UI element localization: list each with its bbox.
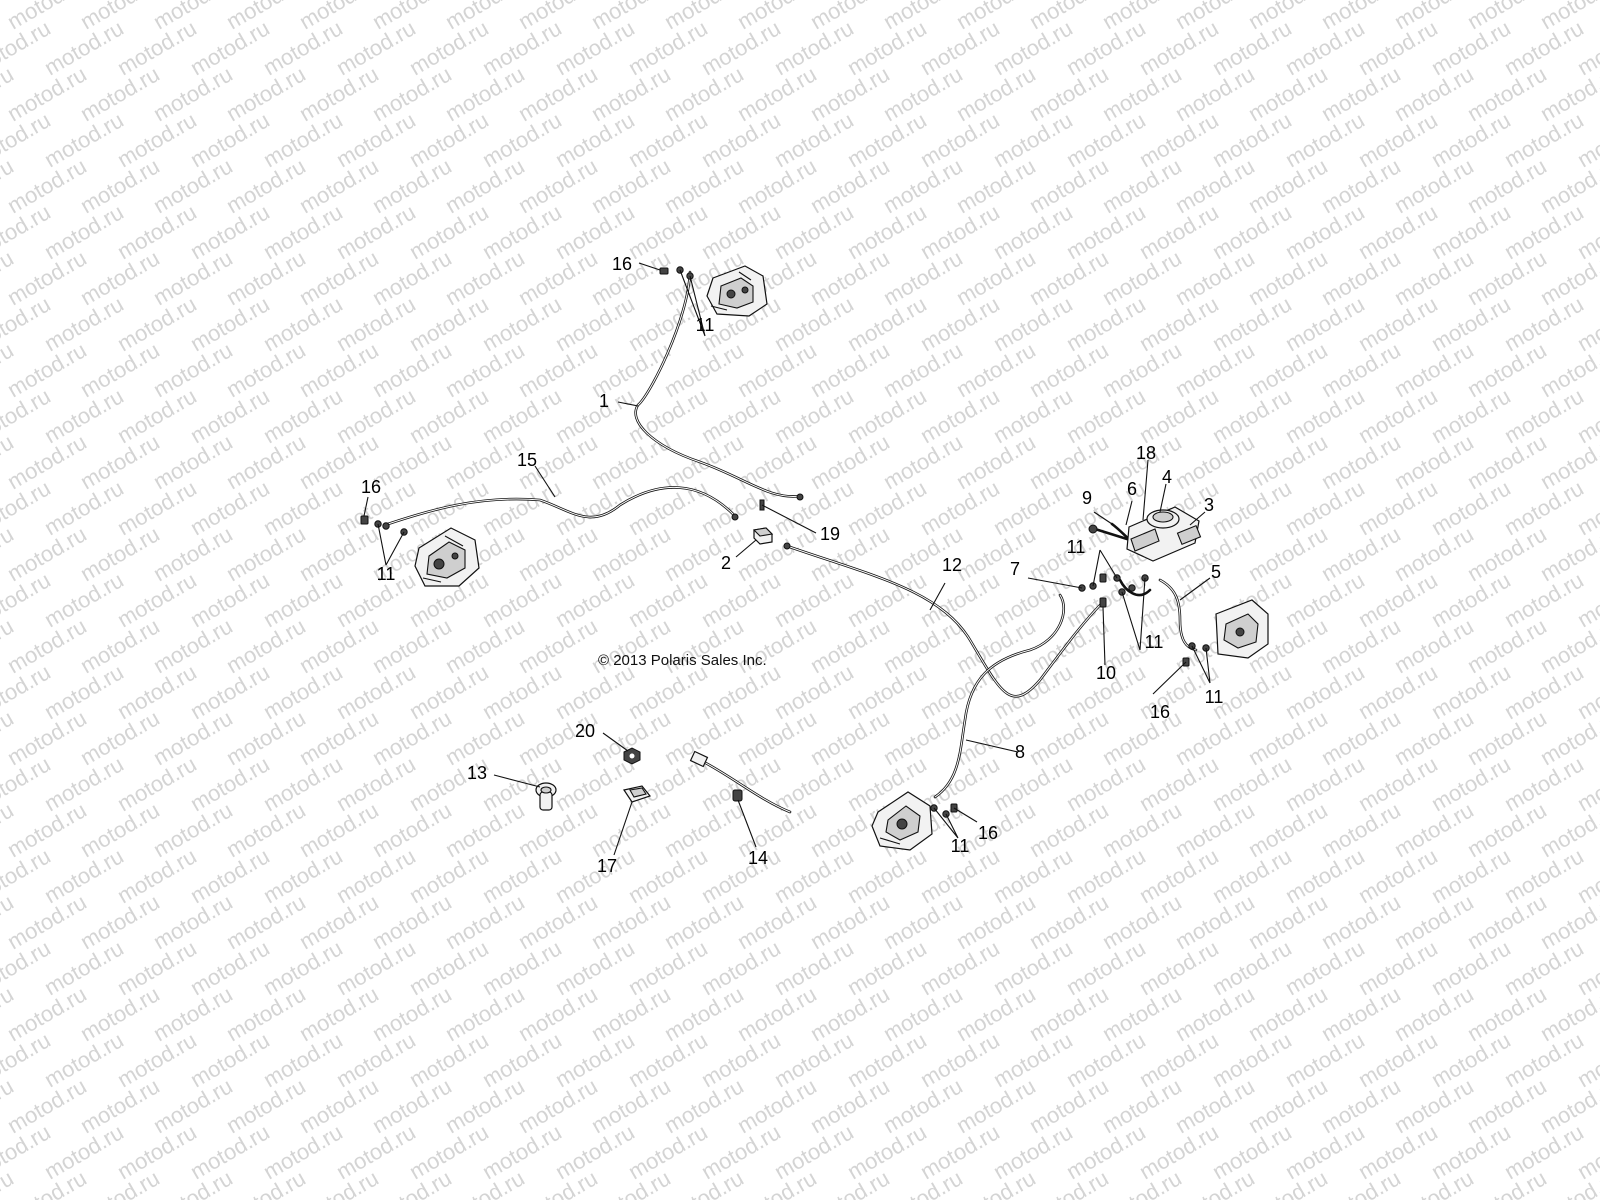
- callout-16b: 16: [361, 477, 381, 497]
- callout-10: 10: [1096, 663, 1116, 683]
- nut-20: [623, 747, 641, 765]
- callout-1: 1: [599, 391, 609, 411]
- brake-caliper-front-right: [1215, 599, 1269, 659]
- callout-19: 19: [820, 524, 840, 544]
- clip-17: [623, 785, 652, 803]
- callout-11d: 11: [1145, 632, 1164, 652]
- callout-11f: 11: [951, 836, 970, 856]
- grommet-13: [535, 782, 557, 811]
- callout-5: 5: [1211, 562, 1221, 582]
- callout-3: 3: [1204, 495, 1214, 515]
- part-block-2: [752, 527, 774, 545]
- callout-6: 6: [1127, 479, 1137, 499]
- brake-lines: [386, 270, 1198, 814]
- callout-4: 4: [1162, 467, 1172, 487]
- brake-caliper-rear-right: [871, 791, 933, 851]
- callout-16a: 16: [612, 254, 632, 274]
- brake-caliper-front-left: [706, 265, 768, 317]
- callout-labels: 1 2 3 4 5 6 7 8 9 10 11 11 11 11 11 11 1…: [361, 254, 1223, 876]
- callout-9: 9: [1082, 488, 1092, 508]
- callout-17: 17: [597, 856, 617, 876]
- callout-11c: 11: [1067, 537, 1086, 557]
- callout-15: 15: [517, 450, 537, 470]
- callout-12: 12: [942, 555, 962, 575]
- brake-caliper-rear-left: [414, 527, 480, 587]
- callout-11e: 11: [1205, 687, 1224, 707]
- master-cylinder: [1088, 506, 1202, 562]
- strap-14: [689, 750, 743, 802]
- callout-11b: 11: [377, 564, 396, 584]
- callout-14: 14: [748, 848, 768, 868]
- watermark-text: motod.ru: [0, 1165, 18, 1200]
- callout-16c: 16: [1150, 702, 1170, 722]
- callout-11a: 11: [696, 315, 715, 335]
- callout-20: 20: [575, 721, 595, 741]
- callout-18: 18: [1136, 443, 1156, 463]
- callout-8: 8: [1015, 742, 1025, 762]
- copyright-notice: © 2013 Polaris Sales Inc.: [598, 652, 767, 669]
- callout-7: 7: [1010, 559, 1020, 579]
- callout-16d: 16: [978, 823, 998, 843]
- callout-13: 13: [467, 763, 487, 783]
- leader-lines: [363, 262, 1211, 856]
- callout-2: 2: [721, 553, 731, 573]
